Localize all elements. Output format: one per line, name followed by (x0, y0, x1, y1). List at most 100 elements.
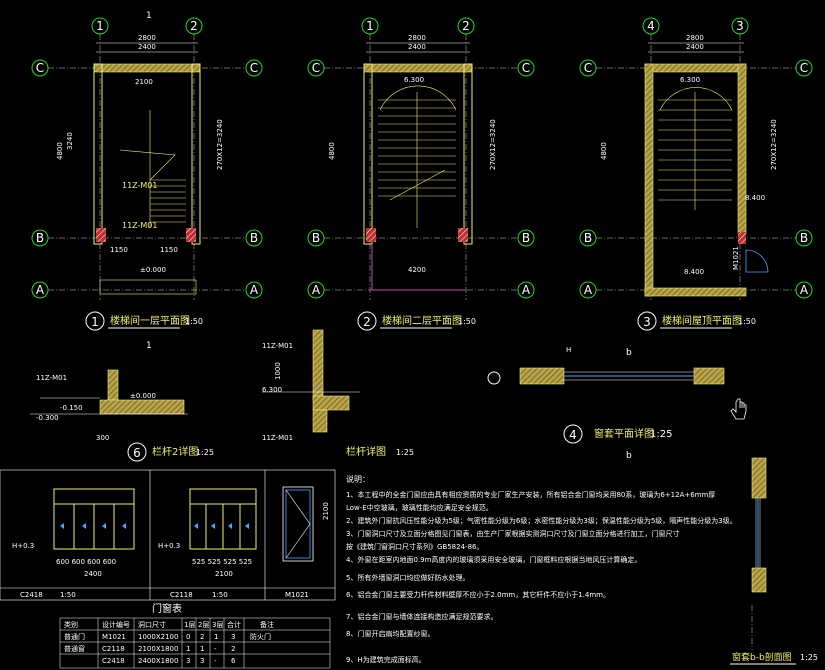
dim-text: 1150 (110, 246, 128, 254)
stair-label: 11Z-M01 (122, 221, 158, 230)
hand-cursor-icon (730, 398, 747, 420)
detail-scale: 1:25 (396, 448, 414, 457)
dim-text: 1000 (274, 362, 282, 380)
note-line: 9、H为建筑完成面标高。 (346, 655, 426, 664)
axis-label: A (584, 283, 593, 297)
plan-scale: 1:50 (185, 317, 203, 326)
dim-text: 4200 (408, 266, 426, 274)
plan-scale: 1:50 (458, 317, 476, 326)
window-width: 2100 (215, 570, 233, 578)
detail-number: 4 (569, 428, 577, 442)
td: 1000X2100 (138, 633, 178, 641)
td: 防火门 (250, 632, 271, 641)
window-scale: 1:50 (60, 591, 76, 599)
axis-label: B (522, 231, 530, 245)
level-text: 8.400 (745, 194, 765, 202)
td: 2400X1800 (138, 657, 178, 665)
axis-label: B (800, 231, 808, 245)
note-line: 1、本工程中的全金门窗应由具有相应资质的专业厂家生产安装，所有铝合金门窗均采用8… (346, 490, 715, 499)
level-text: ±0.000 (130, 392, 156, 400)
td: C2418 (102, 657, 125, 665)
level-text: -0.150 (60, 404, 83, 412)
table-title: 门窗表 (152, 602, 182, 615)
td: M1021 (102, 633, 126, 641)
window-sub: 600 600 600 600 (56, 558, 116, 566)
detail-number: 2 (363, 315, 371, 329)
axis-label: 4 (647, 19, 655, 33)
axis-label: 1 (96, 19, 104, 33)
axis-label: B (250, 231, 258, 245)
axis-label: A (522, 283, 531, 297)
th: 洞口尺寸 (138, 620, 166, 629)
dim-text: 2100 (135, 78, 153, 86)
td: - (214, 657, 217, 665)
td: 6 (231, 657, 236, 665)
axis-label: C (584, 61, 592, 75)
td: 普通门 (64, 632, 85, 641)
th: 1层 (184, 621, 195, 629)
axis-label: 2 (190, 19, 198, 33)
dim-text: 270X12=3240 (489, 119, 497, 170)
axis-label: A (312, 283, 321, 297)
section-mark: b (626, 348, 632, 358)
window-width: 2400 (84, 570, 102, 578)
level-text: 6.300 (404, 76, 424, 84)
axis-label: A (36, 283, 45, 297)
dim-text: 3240 (66, 132, 74, 150)
plan-3: 4 3 C C B B A A (579, 17, 813, 331)
plan-2: 1 2 C C B B A A (307, 17, 535, 331)
axis-label: C (36, 61, 44, 75)
section-mark: 1 (146, 341, 152, 351)
section-title: 窗套b-b剖面图 (732, 651, 792, 663)
window-code: C2118 (170, 591, 193, 599)
dim-text: 300 (96, 434, 109, 442)
axis-label: C (312, 61, 320, 75)
axis-label: 2 (462, 19, 470, 33)
td: 2 (231, 645, 235, 653)
level-text: 8.400 (684, 268, 704, 276)
notes-heading: 说明： (346, 474, 370, 484)
dim-text: 270X12=3240 (216, 119, 224, 170)
td: 3 (231, 633, 235, 641)
window-scale: 1:50 (212, 591, 228, 599)
axis-label: C (250, 61, 258, 75)
dim-text: 270X12=3240 (770, 119, 778, 170)
note-line: 6、铝合金门窗主要受力杆件材料壁厚不应小于2.0mm，其它杆件不应小于1.4mm… (346, 590, 610, 599)
th: 3层 (212, 621, 223, 629)
td: 3 (200, 657, 204, 665)
detail-number: 6 (133, 446, 141, 460)
detail-number: 3 (643, 315, 651, 329)
dim-text: 2400 (138, 43, 156, 51)
window-code: C2418 (20, 591, 43, 599)
axis-label: C (800, 61, 808, 75)
td: 1 (200, 645, 204, 653)
th: 2层 (198, 621, 209, 629)
axis-label: 1 (366, 19, 374, 33)
detail-scale: 1:25 (650, 429, 672, 440)
detail-title: 栏杆2详图 (152, 445, 198, 458)
dim-text: 4800 (56, 142, 64, 160)
stair-label: 11Z-M01 (36, 374, 67, 382)
door-height: 2100 (322, 502, 330, 520)
th: 类别 (64, 620, 78, 629)
dim-text: 4800 (328, 142, 336, 160)
dim-text: 2400 (408, 43, 426, 51)
td: 普通窗 (64, 644, 85, 653)
td: 2 (200, 633, 204, 641)
h-label: H (566, 346, 571, 354)
detail-title: 窗套平面详图 (594, 427, 654, 440)
dim-text: 2800 (138, 34, 156, 42)
note-line: 3、门窗洞口尺寸及立面分格图见门窗表，由生产厂家根据实测洞口尺寸及门窗立面分格进… (346, 529, 679, 538)
door-table: 门窗表 类别 设计编号 洞口尺寸 1层 2层 3层 合计 备注 普通门 M102… (59, 602, 331, 669)
stair-label: 11Z-M01 (122, 181, 158, 190)
stair-label: 11Z-M01 (262, 342, 293, 350)
dim-text: 2400 (686, 43, 704, 51)
plan-title: 楼梯间屋顶平面图 (662, 314, 742, 327)
td: 2100X1800 (138, 645, 178, 653)
td: 1 (214, 633, 218, 641)
note-line: 2、建筑外门窗抗风压性能分级为5级；气密性能分级为6级；水密性能分级为3级；保温… (346, 516, 737, 525)
section-mark: 1 (146, 11, 152, 21)
th: 备注 (260, 620, 274, 629)
note-line: 8、门窗开启扇均配置纱窗。 (346, 629, 434, 638)
